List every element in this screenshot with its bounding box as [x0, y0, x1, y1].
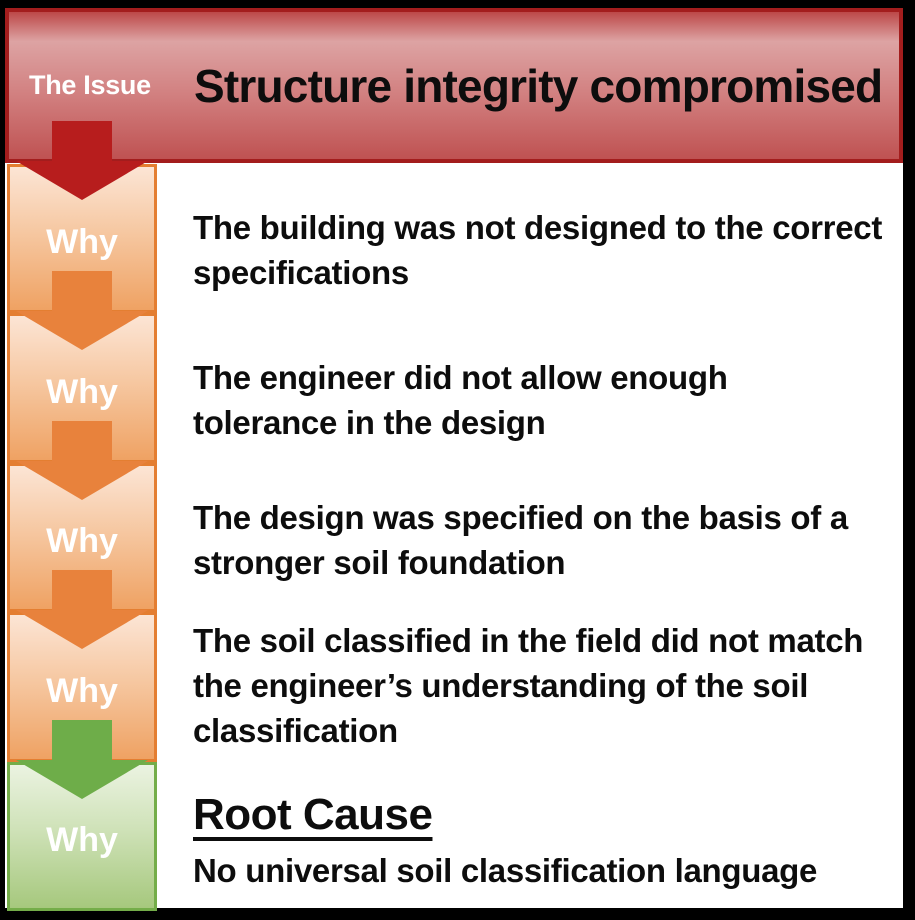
why-text-1: The building was not designed to the cor… — [193, 209, 883, 291]
root-cause-text: No universal soil classification languag… — [193, 852, 818, 889]
why-text-4: The soil classified in the field did not… — [193, 622, 864, 749]
root-cause-heading: Root Cause — [193, 790, 433, 839]
down-arrow-icon — [16, 570, 148, 649]
down-arrow-shape — [16, 570, 148, 649]
down-arrow-icon — [16, 720, 148, 799]
why-box-label: Why — [46, 223, 118, 261]
why-box-label: Why — [46, 821, 118, 859]
issue-header: The Issue Structure integrity compromise… — [5, 8, 903, 163]
down-arrow-shape — [16, 271, 148, 350]
issue-title: Structure integrity compromised — [194, 59, 883, 112]
down-arrow-icon — [16, 421, 148, 500]
down-arrow-icon — [16, 271, 148, 350]
down-arrow-icon — [16, 121, 148, 200]
down-arrow-shape — [16, 121, 148, 200]
why-box-label: Why — [46, 522, 118, 560]
down-arrow-shape — [16, 421, 148, 500]
why-box-label: Why — [46, 372, 118, 411]
down-arrow-shape — [16, 720, 148, 799]
why-text-3: The design was specified on the basis of… — [193, 499, 848, 581]
diagram-canvas: The Issue Structure integrity compromise… — [5, 8, 903, 911]
issue-label: The Issue — [29, 70, 151, 100]
why-box-label: Why — [46, 671, 118, 710]
why-text-2: The engineer did not allow enough tolera… — [193, 359, 728, 441]
